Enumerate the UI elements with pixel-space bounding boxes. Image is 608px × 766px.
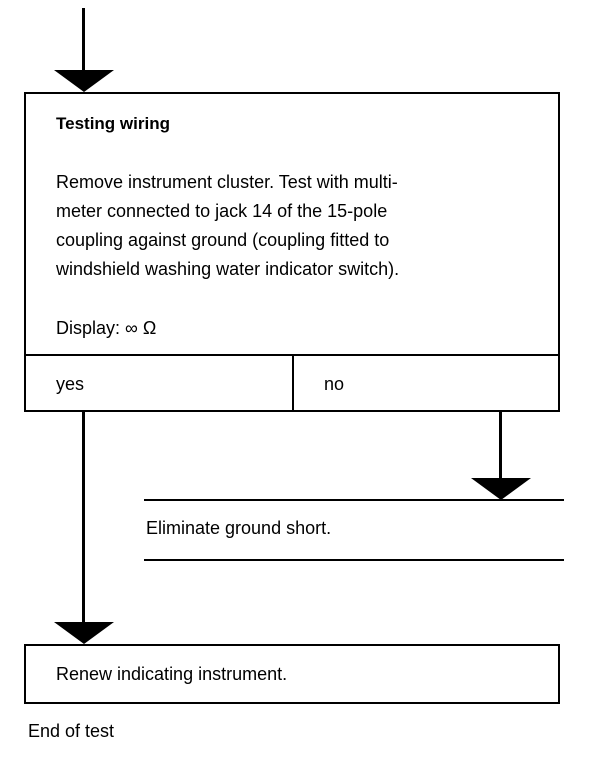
flow-line-top (82, 8, 85, 70)
instruction-line: meter connected to jack 14 of the 15-pol… (56, 201, 388, 221)
no-branch-top-rule (144, 499, 564, 501)
end-of-test-label: End of test (28, 721, 115, 741)
final-step-box: Renew indicating instrument. (24, 644, 560, 704)
flow-line-no (499, 412, 502, 478)
display-reading: Display: ∞ Ω (56, 318, 157, 338)
test-step-title: Testing wiring (56, 114, 170, 133)
instruction-line: windshield washing water indicator switc… (56, 259, 400, 279)
instruction-line: Remove instrument cluster. Test with mul… (56, 172, 398, 192)
no-branch-action: Eliminate ground short. (146, 518, 332, 538)
decision-divider (292, 356, 294, 410)
decision-no-label: no (324, 374, 345, 394)
flow-arrow-top (54, 70, 114, 92)
no-branch-bottom-rule (144, 559, 564, 561)
flow-arrow-yes (54, 622, 114, 644)
instruction-line: coupling against ground (coupling fitted… (56, 230, 390, 250)
flow-arrow-no (471, 478, 531, 500)
test-step-box: Testing wiring Remove instrument cluster… (24, 92, 560, 358)
decision-yes-label: yes (56, 374, 85, 394)
test-step-instructions: Remove instrument cluster. Test with mul… (56, 168, 536, 284)
flow-line-yes (82, 412, 85, 622)
decision-row: yes no (24, 354, 560, 412)
final-step-action: Renew indicating instrument. (56, 664, 288, 684)
